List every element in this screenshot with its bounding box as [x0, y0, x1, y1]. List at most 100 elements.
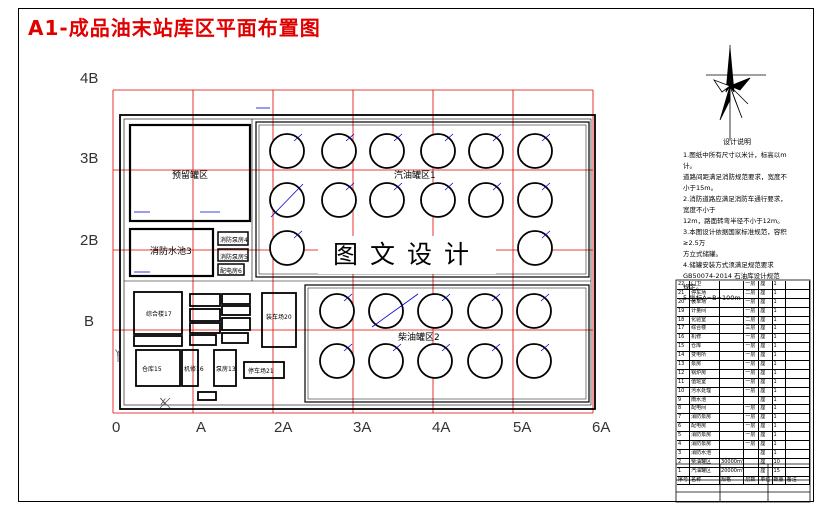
axis-x-0: 0: [112, 419, 121, 436]
building-5-label: 消防泵房5: [220, 254, 248, 261]
table-cell: 停车场: [690, 289, 721, 298]
table-cell: 一层: [744, 307, 760, 316]
table-cell: 名称: [690, 476, 721, 485]
table-cell: 座: [759, 361, 773, 369]
table-cell: 座: [759, 289, 773, 298]
table-cell: 一层: [744, 432, 760, 441]
table-cell: 门卫: [690, 281, 721, 289]
table-cell: 锅炉房: [690, 369, 721, 378]
table-cell: 座: [759, 441, 773, 449]
axis-x-2a: 2A: [274, 419, 293, 436]
blue-annotations: [134, 107, 551, 352]
table-cell: 备注: [786, 476, 810, 485]
building-20-label: 装车场20: [266, 314, 292, 321]
table-cell: 18: [677, 316, 691, 325]
table-cell: 汽油罐区: [690, 467, 721, 476]
table-cell: 一层: [744, 405, 760, 414]
table-cell: 一层: [744, 343, 760, 352]
table-cell: [720, 432, 745, 441]
table-cell: [720, 414, 745, 423]
building-21-label: 停车场21: [248, 368, 274, 375]
table-cell: 15: [677, 343, 691, 352]
table-cell: 1: [773, 343, 786, 352]
table-cell: 2: [677, 458, 691, 467]
table-cell: 二层: [744, 289, 760, 298]
table-cell: 1: [773, 281, 786, 289]
building-4: [217, 231, 249, 246]
table-cell: 8: [677, 405, 691, 414]
table-cell: 综合楼: [690, 325, 721, 334]
table-cell: 三层: [744, 325, 760, 334]
table-cell: 层数: [744, 476, 760, 485]
table-cell: [720, 369, 745, 378]
table-cell: [786, 432, 810, 441]
table-cell: 一层: [744, 298, 760, 307]
table-cell: [786, 289, 810, 298]
table-cell: 机修: [690, 334, 721, 343]
table-cell: [786, 352, 810, 361]
building-6: [217, 263, 245, 276]
reserve-tank-area-label: 预留罐区: [172, 171, 209, 181]
table-cell: [786, 325, 810, 334]
table-cell: [720, 396, 745, 405]
table-cell: 配电房: [690, 423, 721, 432]
building-17-label: 综合楼17: [146, 311, 172, 318]
table-cell: [720, 281, 745, 289]
table-cell: 一层: [744, 352, 760, 361]
table-row: 序号名称规格层数单位数量备注: [677, 476, 810, 486]
table-cell: 规格: [720, 476, 745, 485]
fire-pool-label: 消防水池3: [150, 247, 192, 257]
table-cell: [720, 289, 745, 298]
table-cell: 30000m³: [721, 458, 745, 467]
table-cell: [786, 378, 810, 387]
table-cell: 16: [677, 334, 691, 343]
table-cell: [786, 405, 810, 414]
table-cell: 一层: [744, 441, 760, 449]
table-cell: 1: [773, 361, 786, 369]
table-cell: 计量间: [690, 307, 721, 316]
table-cell: 22: [677, 281, 691, 289]
table-cell: 消防泵房: [690, 414, 721, 423]
design-note-line: 3.本图设计依据国家标准规范，容积≥2.5万: [683, 228, 787, 247]
table-cell: 数量: [773, 476, 786, 485]
drawing-title: A1-成品油末站库区平面布置图: [28, 16, 321, 40]
table-cell: [786, 441, 810, 449]
watermark-text: 图文设计: [318, 236, 496, 274]
table-cell: [786, 361, 810, 369]
table-cell: 座: [759, 352, 773, 361]
table-cell: 座: [759, 423, 773, 432]
table-cell: 座: [759, 343, 773, 352]
table-cell: 1: [773, 396, 786, 405]
table-cell: 座: [759, 449, 773, 458]
axis-x-6a: 6A: [592, 419, 611, 436]
axis-x-4a: 4A: [432, 419, 451, 436]
drawing-frame: [18, 8, 814, 502]
table-cell: [744, 396, 760, 405]
design-note-line: 12m，路面转弯半径不小于12m。: [683, 217, 784, 225]
table-cell: 15: [773, 467, 786, 476]
table-cell: 座: [759, 414, 773, 423]
table-cell: 座: [759, 316, 773, 325]
axis-x-a: A: [196, 419, 207, 436]
table-cell: 一层: [744, 281, 760, 289]
table-cell: 一层: [744, 361, 760, 369]
table-cell: 9: [677, 396, 691, 405]
table-cell: 3: [677, 449, 691, 458]
table-cell: [720, 307, 745, 316]
diesel-tank-area-label: 柴油罐区2: [398, 333, 440, 343]
table-cell: 座: [759, 298, 773, 307]
table-cell: [786, 334, 810, 343]
table-cell: [786, 467, 810, 476]
design-note-line: 规定。: [683, 283, 703, 291]
